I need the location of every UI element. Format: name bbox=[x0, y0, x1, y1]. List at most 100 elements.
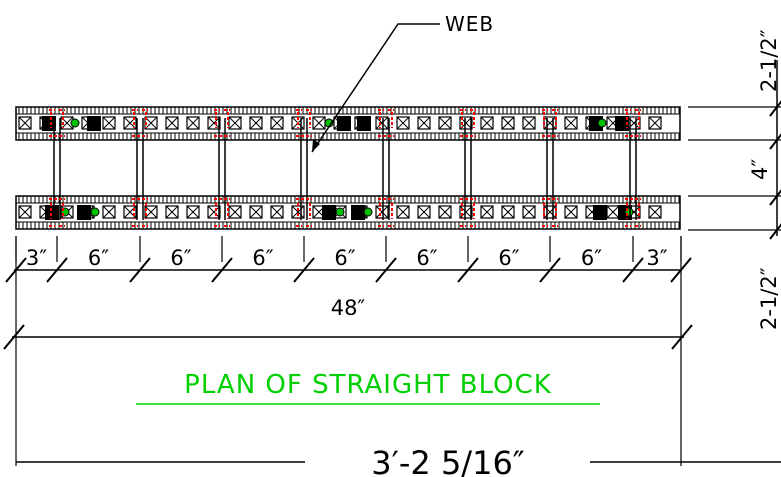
foam-cell bbox=[522, 205, 536, 219]
connector-block bbox=[337, 116, 351, 131]
foam-cell bbox=[270, 205, 284, 219]
foam-cell-cross bbox=[648, 205, 662, 219]
connector-block bbox=[45, 205, 59, 220]
foam-cell bbox=[396, 205, 410, 219]
connector-dot bbox=[335, 207, 345, 217]
web-label: WEB bbox=[445, 12, 494, 36]
foam-cell-cross bbox=[396, 205, 410, 219]
connector-block bbox=[322, 205, 336, 220]
segment-dimension-text: 6″ bbox=[581, 246, 602, 270]
foam-cell bbox=[501, 205, 515, 219]
connector-block bbox=[357, 116, 371, 131]
foam-cell bbox=[564, 116, 578, 130]
foam-cell bbox=[186, 116, 200, 130]
foam-cell-cross bbox=[18, 116, 32, 130]
foam-cell-cross bbox=[417, 116, 431, 130]
foam-cell-cross bbox=[165, 116, 179, 130]
web-clip-top bbox=[542, 109, 558, 137]
web-clip-top bbox=[132, 109, 148, 137]
chain-tick bbox=[622, 257, 644, 283]
chain-tick bbox=[539, 257, 561, 283]
foam-cell-cross bbox=[543, 205, 557, 219]
right-bottom-dimension-text: 2-1/2″ bbox=[757, 267, 781, 330]
right-dimensions: 2-1/2″ 4″ 2-1/2″ bbox=[688, 29, 781, 330]
foam-cell-cross bbox=[375, 205, 389, 219]
foam-cell-cross bbox=[396, 116, 410, 130]
connector-block bbox=[593, 205, 607, 220]
foam-cell bbox=[165, 116, 179, 130]
right-tick-4 bbox=[769, 223, 781, 240]
right-top-dimension-text: 2-1/2″ bbox=[757, 29, 781, 92]
connector-dot bbox=[70, 118, 80, 128]
chain-tick bbox=[293, 257, 315, 283]
foam-cell bbox=[501, 116, 515, 130]
segment-dimension-chain: 3″6″6″6″6″6″6″6″3″ bbox=[5, 236, 692, 283]
foam-cell bbox=[165, 205, 179, 219]
foam-cell-cross bbox=[186, 205, 200, 219]
foam-cell-cross bbox=[291, 205, 305, 219]
foam-cell-cross bbox=[543, 116, 557, 130]
right-tick-3 bbox=[769, 189, 781, 206]
chain-tick bbox=[375, 257, 397, 283]
foam-cell-cross bbox=[249, 116, 263, 130]
chain-tick bbox=[129, 257, 151, 283]
web-callout: WEB bbox=[311, 12, 494, 153]
panel-outline bbox=[15, 195, 681, 230]
connector-block bbox=[42, 116, 56, 131]
foam-cell bbox=[102, 116, 116, 130]
web-clip-bottom bbox=[625, 198, 641, 227]
web-leader-line bbox=[311, 23, 440, 153]
foam-cell-cross bbox=[249, 205, 263, 219]
segment-dimension-text: 6″ bbox=[252, 246, 273, 270]
bottom-foam-panel bbox=[15, 195, 681, 230]
foam-cell-cross bbox=[165, 205, 179, 219]
overall-tick-right bbox=[671, 324, 693, 350]
foam-cell-cross bbox=[522, 116, 536, 130]
web-clip-top bbox=[460, 109, 476, 137]
foam-cell bbox=[480, 205, 494, 219]
foam-cell bbox=[375, 116, 389, 130]
foam-cell bbox=[648, 116, 662, 130]
top-foam-panel bbox=[15, 106, 681, 141]
foam-cell-cross bbox=[18, 205, 32, 219]
foam-cell-cross bbox=[522, 205, 536, 219]
foam-cell-cross bbox=[438, 205, 452, 219]
foam-cell-cross bbox=[102, 205, 116, 219]
foam-cell-cross bbox=[186, 116, 200, 130]
foam-cell bbox=[480, 116, 494, 130]
segment-dimension-text: 6″ bbox=[498, 246, 519, 270]
connector-dot bbox=[597, 118, 607, 128]
web-ties bbox=[49, 109, 641, 227]
foam-cell bbox=[207, 116, 221, 130]
overall-dimension: 48″ bbox=[3, 296, 693, 350]
connector-dot bbox=[90, 207, 100, 217]
web-clip-bottom bbox=[460, 198, 476, 227]
web-clip-bottom bbox=[296, 198, 312, 227]
foam-cell bbox=[459, 205, 473, 219]
foam-cell-cross bbox=[270, 205, 284, 219]
web-clip-bottom bbox=[378, 198, 394, 227]
web-clip-top bbox=[214, 109, 230, 137]
foam-cell bbox=[438, 205, 452, 219]
foam-cell bbox=[144, 205, 158, 219]
web-clip-top bbox=[49, 109, 65, 137]
segment-dimension-text: 3″ bbox=[26, 246, 47, 270]
foam-cell-cross bbox=[501, 116, 515, 130]
foam-cell-cross bbox=[228, 116, 242, 130]
segment-dimension-text: 6″ bbox=[416, 246, 437, 270]
foam-cell bbox=[459, 116, 473, 130]
foam-cell bbox=[207, 205, 221, 219]
foam-cell bbox=[564, 205, 578, 219]
segment-dimension-text: 6″ bbox=[334, 246, 355, 270]
web-clip-bottom bbox=[132, 198, 148, 227]
foam-cell-cross bbox=[228, 205, 242, 219]
offset-dimension-text: 3′-2 5/16″ bbox=[371, 444, 525, 477]
foam-cell bbox=[648, 205, 662, 219]
foam-cell-cross bbox=[375, 116, 389, 130]
connector-dot bbox=[363, 207, 373, 217]
overall-offset-dimension: 3′-2 5/16″ bbox=[15, 236, 781, 477]
foam-cell-cross bbox=[606, 205, 620, 219]
foam-cell bbox=[186, 205, 200, 219]
foam-cell-cross bbox=[564, 205, 578, 219]
